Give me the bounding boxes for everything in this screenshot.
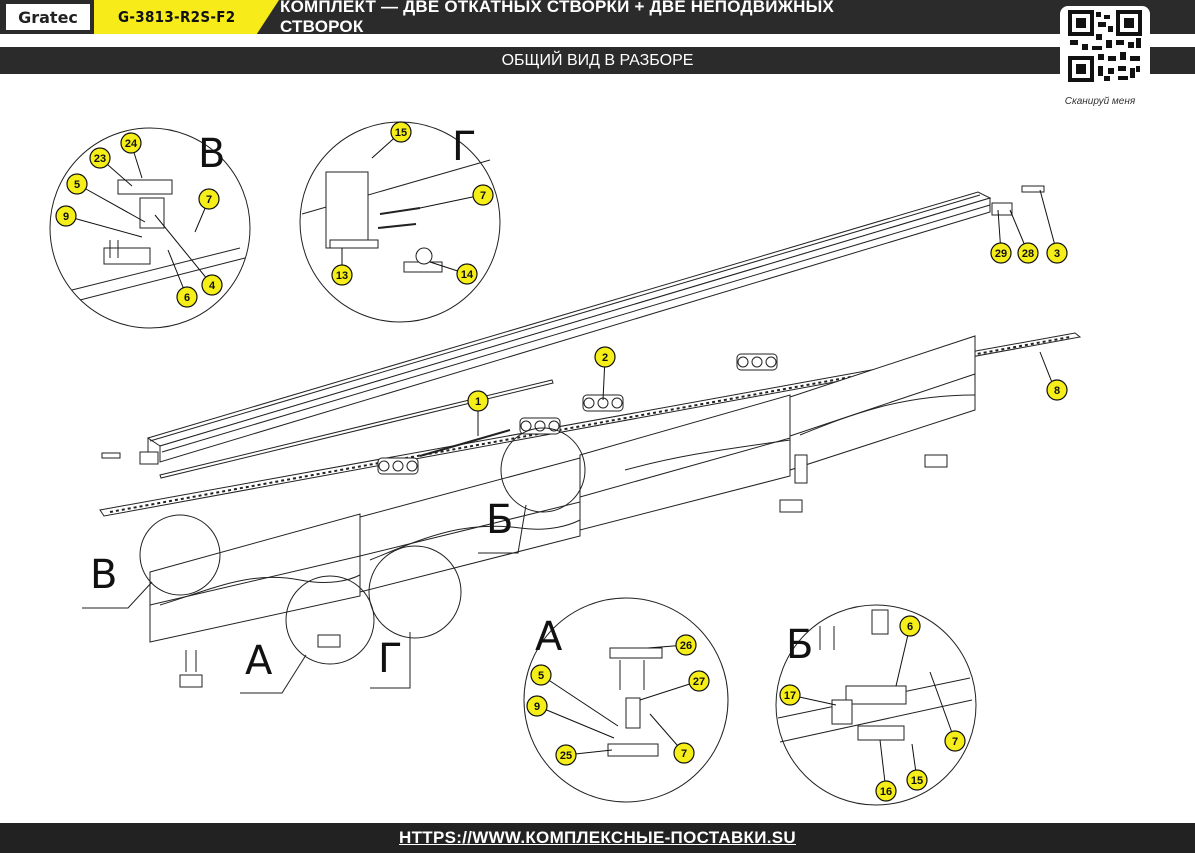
top-rail: [146, 191, 992, 463]
callout-v4: 4: [201, 274, 223, 296]
label-b-main: Б: [486, 497, 513, 543]
toothed-strip: [99, 332, 1082, 517]
leader-v: [82, 581, 153, 609]
leader-b: [478, 504, 527, 554]
svg-text:24: 24: [125, 138, 138, 150]
product-code: G-3813-R2S-F2: [94, 0, 279, 34]
zoom-circle-g: [368, 545, 462, 639]
subtitle-bar: ОБЩИЙ ВИД В РАЗБОРЕ: [0, 47, 1195, 74]
label-g-detail: Г: [452, 124, 476, 170]
callout-a9: 9: [526, 695, 548, 717]
label-a-main: А: [245, 638, 273, 684]
callout-26: 26: [675, 634, 697, 656]
callout-15: 15: [390, 121, 412, 143]
label-v-main: В: [90, 552, 117, 598]
svg-text:29: 29: [995, 248, 1007, 260]
left-door-panel: [149, 513, 361, 643]
svg-text:15: 15: [911, 775, 923, 787]
svg-text:5: 5: [74, 179, 80, 191]
label-b-detail: Б: [786, 622, 813, 668]
callout-23: 23: [89, 147, 111, 169]
svg-text:7: 7: [480, 190, 486, 202]
callout-b6: 6: [899, 615, 921, 637]
svg-text:13: 13: [336, 270, 348, 282]
callout-28: 28: [1017, 242, 1039, 264]
callout-v5: 5: [66, 173, 88, 195]
callout-24: 24: [120, 132, 142, 154]
callout-v7: 7: [198, 188, 220, 210]
zoom-circle-a: [285, 575, 375, 665]
callout-v6: 6: [176, 286, 198, 308]
website-link[interactable]: HTTPS://WWW.КОМПЛЕКСНЫЕ-ПОСТАВКИ.SU: [399, 828, 796, 847]
svg-text:6: 6: [184, 292, 190, 304]
callout-17: 17: [779, 684, 801, 706]
qr-code-icon: [1068, 10, 1142, 82]
callout-14: 14: [456, 263, 478, 285]
callout-b15: 15: [906, 769, 928, 791]
svg-text:9: 9: [63, 211, 69, 223]
svg-text:8: 8: [1054, 385, 1060, 397]
svg-text:6: 6: [907, 621, 913, 633]
floor-guides: [179, 454, 948, 688]
callout-27: 27: [688, 670, 710, 692]
callout-a5: 5: [530, 664, 552, 686]
label-a-detail: А: [535, 614, 563, 660]
svg-text:26: 26: [680, 640, 692, 652]
svg-text:9: 9: [534, 701, 540, 713]
svg-text:3: 3: [1054, 248, 1060, 260]
zoom-circle-b: [500, 427, 586, 513]
callout-3: 3: [1046, 242, 1068, 264]
svg-text:5: 5: [538, 670, 544, 682]
label-g-main: Г: [378, 636, 402, 682]
brand-logo: Gratec: [6, 4, 90, 30]
svg-text:7: 7: [206, 194, 212, 206]
header-bar: Gratec G-3813-R2S-F2 КОМПЛЕКТ — ДВЕ ОТКА…: [0, 0, 1195, 36]
footer-bar: HTTPS://WWW.КОМПЛЕКСНЫЕ-ПОСТАВКИ.SU: [0, 823, 1195, 853]
callout-29: 29: [990, 242, 1012, 264]
qr-code[interactable]: [1060, 6, 1150, 86]
svg-text:7: 7: [952, 736, 958, 748]
svg-text:14: 14: [461, 269, 474, 281]
svg-text:1: 1: [475, 396, 481, 408]
callout-2: 2: [594, 346, 616, 368]
svg-text:23: 23: [94, 153, 106, 165]
callout-b7: 7: [944, 730, 966, 752]
page-title: КОМПЛЕКТ — ДВЕ ОТКАТНЫХ СТВОРКИ + ДВЕ НЕ…: [280, 0, 835, 36]
callout-1: 1: [467, 390, 489, 412]
zoom-circle-v: [139, 514, 221, 596]
svg-text:4: 4: [209, 280, 216, 292]
label-v-detail: В: [198, 131, 225, 177]
detail-b: [775, 604, 977, 806]
detail-v: [49, 127, 251, 329]
svg-text:16: 16: [880, 786, 892, 798]
subtitle: ОБЩИЙ ВИД В РАЗБОРЕ: [501, 51, 694, 69]
svg-text:28: 28: [1022, 248, 1034, 260]
callout-g7: 7: [472, 184, 494, 206]
callout-8: 8: [1046, 379, 1068, 401]
right-door-panel: [789, 335, 976, 471]
leader-a: [240, 654, 307, 694]
callout-25: 25: [555, 744, 577, 766]
svg-text:2: 2: [602, 352, 608, 364]
callout-v9: 9: [55, 205, 77, 227]
callout-13: 13: [331, 264, 353, 286]
middle-door-panel: [359, 457, 581, 593]
svg-text:7: 7: [681, 748, 687, 760]
callout-16: 16: [875, 780, 897, 802]
center-door-panel: [579, 394, 791, 531]
rail-end-parts: [101, 185, 1045, 465]
callout-a7: 7: [673, 742, 695, 764]
svg-text:25: 25: [560, 750, 572, 762]
svg-text:27: 27: [693, 676, 705, 688]
svg-text:15: 15: [395, 127, 407, 139]
svg-text:17: 17: [784, 690, 796, 702]
qr-caption: Сканируй меня: [1064, 96, 1136, 107]
leader-g: [370, 632, 411, 689]
